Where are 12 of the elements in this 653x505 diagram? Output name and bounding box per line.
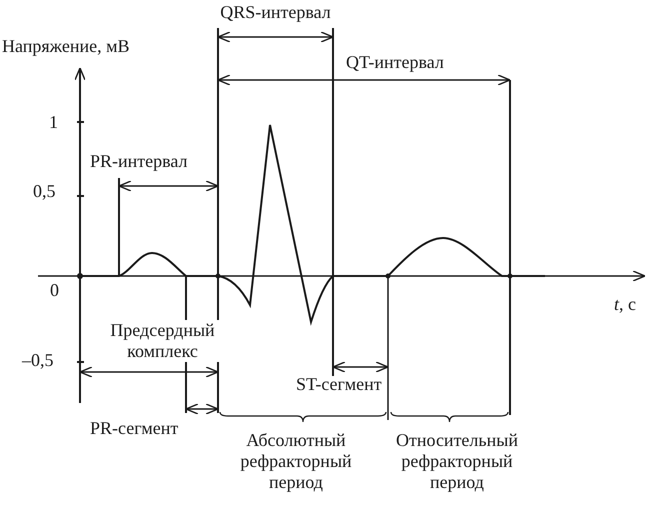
- tick-label: 1: [49, 112, 58, 133]
- tick-label: –0,5: [22, 350, 54, 371]
- dimension-label: QT-интервал: [346, 52, 444, 73]
- bracket-label: Относительный рефракторный период: [395, 430, 519, 493]
- dimension-label: PR-интервал: [90, 151, 188, 172]
- dimension-label: PR-сегмент: [90, 418, 178, 439]
- axis-title: Напряжение, мВ: [2, 36, 130, 57]
- tick-label: 0,5: [33, 181, 56, 202]
- bracket-label: Абсолютный рефракторный период: [239, 430, 353, 493]
- axis-title: t, с: [614, 294, 636, 315]
- tick-label: 0: [50, 280, 59, 301]
- dimension-label: ST-сегмент: [296, 374, 382, 395]
